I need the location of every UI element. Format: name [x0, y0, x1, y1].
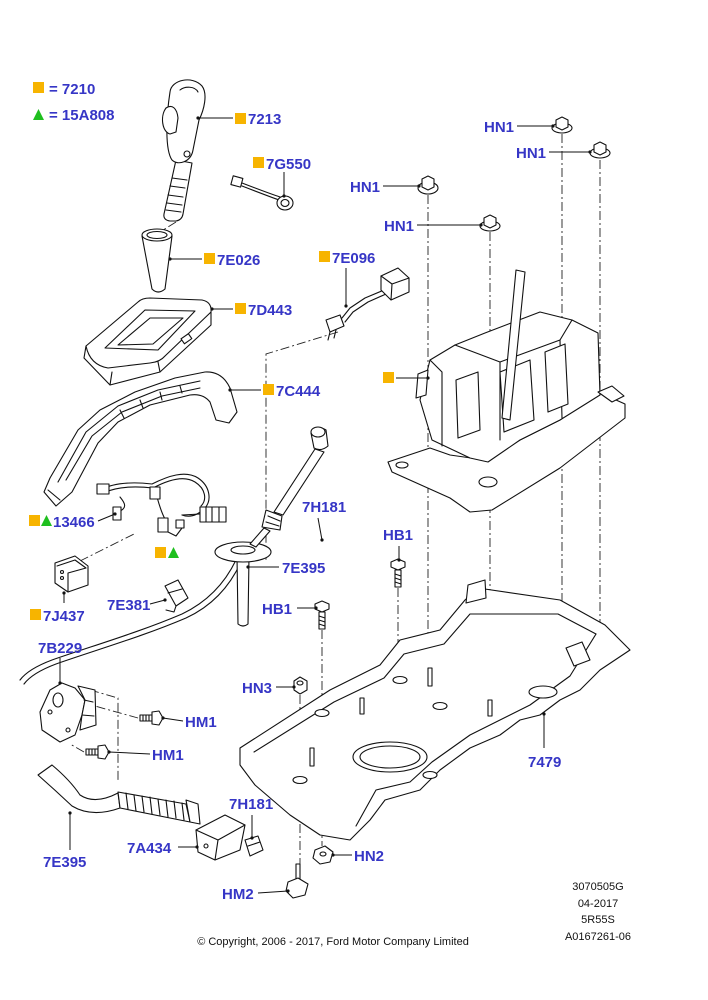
green-triangle-marker [41, 515, 52, 526]
bolt-hm1-part [139, 710, 164, 726]
callout-label: 13466 [53, 514, 95, 531]
drawing-info-line: A0167261-06 [565, 931, 631, 943]
callout-label: 7213 [248, 111, 281, 128]
cover-part [43, 371, 238, 507]
line-art [19, 79, 631, 899]
bolt-hm1-part [85, 744, 110, 760]
callout-label: 7E381 [107, 597, 150, 614]
orange-square-marker [383, 372, 394, 383]
callout-label: HN3 [242, 680, 272, 697]
module-part [54, 555, 89, 593]
orange-square-marker [29, 515, 40, 526]
callout-label: 7H181 [302, 499, 346, 516]
orange-square-marker [263, 384, 274, 395]
callout-label: HM2 [222, 886, 254, 903]
callout-label: 7E026 [217, 252, 260, 269]
cable-clip-lower-part [244, 835, 264, 857]
cable-part [230, 175, 294, 211]
drawing-info-line: 5R55S [581, 914, 615, 926]
orange-square-marker [204, 253, 215, 264]
drawing-info-block: 3070505G 04-2017 5R55S A0167261-06 [565, 881, 631, 943]
callout-label: HN1 [384, 218, 414, 235]
callout-label: HN1 [516, 145, 546, 162]
callout-label: 7B229 [38, 640, 82, 657]
nut-hn1-part [417, 175, 439, 195]
alignment-line [89, 689, 119, 782]
cable-clip-part [164, 579, 189, 613]
bracket-part [39, 682, 97, 743]
callout-label: HN2 [354, 848, 384, 865]
callout-label: HM1 [152, 747, 184, 764]
callout-label: 7C444 [276, 383, 321, 400]
callout-label: HN1 [484, 119, 514, 136]
callout-label: 7E395 [282, 560, 325, 577]
callout-label: 7A434 [127, 840, 172, 857]
nut-hn1-part [589, 141, 611, 159]
selector-housing-part [387, 269, 626, 513]
callout-label: 7H181 [229, 796, 273, 813]
nut-hn1-part [551, 116, 573, 134]
callout-label: 7479 [528, 754, 561, 771]
shift-knob-part [161, 79, 206, 222]
nut-hn1-part [479, 214, 501, 232]
alignment-line [265, 331, 339, 560]
green-triangle-marker [33, 109, 44, 120]
orange-square-marker [235, 303, 246, 314]
bezel-part [83, 297, 212, 386]
callout-label: HB1 [383, 527, 413, 544]
lower-cable-part [37, 764, 201, 825]
boot-part [141, 228, 173, 293]
nut-hn3-part [293, 676, 308, 695]
green-triangle-marker [168, 547, 179, 558]
orange-square-marker [30, 609, 41, 620]
switch-part [325, 267, 410, 341]
legend-triangle-text: = 15A808 [49, 107, 114, 124]
callout-labels: 7213 7G550 7E026 7D443 7E096 7C444 HN1 H… [38, 111, 561, 903]
drawing-info-line: 3070505G [572, 881, 623, 893]
bolt-hb1-part [390, 558, 406, 588]
callout-label: HM1 [185, 714, 217, 731]
stud-hm2-part [285, 863, 309, 899]
bolt-hb1-part [314, 600, 330, 630]
alignment-line [69, 743, 85, 753]
callout-label: 7E395 [43, 854, 86, 871]
orange-square-marker [319, 251, 330, 262]
drawing-info-line: 04-2017 [578, 898, 618, 910]
selector-cable-part [19, 426, 329, 685]
callout-label: HB1 [262, 601, 292, 618]
callout-label: 7G550 [266, 156, 311, 173]
callout-label: 7D443 [248, 302, 292, 319]
callout-markers [29, 113, 394, 620]
orange-square-marker [235, 113, 246, 124]
leader-lines [58, 116, 592, 894]
legend: = 7210 = 15A808 [33, 81, 114, 124]
alignment-line [159, 221, 177, 233]
nut-hn2-part [312, 845, 334, 865]
callout-label: 7J437 [43, 608, 85, 625]
cable-bracket-part [195, 814, 246, 861]
callout-label: 7E096 [332, 250, 375, 267]
legend-square-text: = 7210 [49, 81, 95, 98]
orange-square-marker [33, 82, 44, 93]
callout-label: HN1 [350, 179, 380, 196]
alignment-line [79, 532, 137, 562]
copyright-notice: © Copyright, 2006 - 2017, Ford Motor Com… [197, 936, 469, 948]
wiring-harness-part [96, 473, 227, 537]
orange-square-marker [253, 157, 264, 168]
orange-square-marker [155, 547, 166, 558]
base-plate-part [239, 579, 631, 841]
